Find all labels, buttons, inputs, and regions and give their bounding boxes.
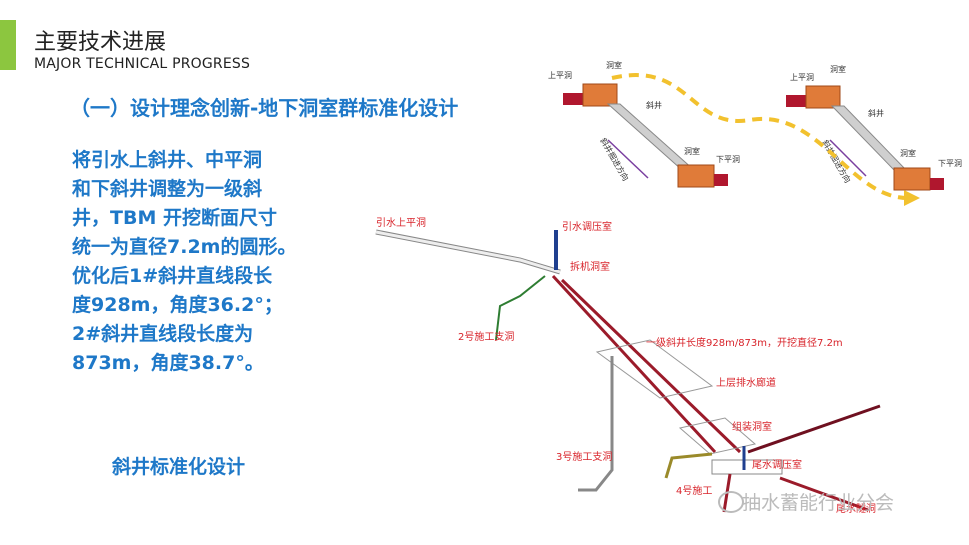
main-diagram: 引水上平洞 引水调压室 拆机洞室 2号施工支洞 一级斜井长度928m/873m，…: [375, 217, 881, 515]
flow-arrow: [611, 73, 911, 201]
assembly-chamber: [678, 417, 757, 455]
inclined-shaft: [606, 103, 696, 171]
label-upper-tunnel: 上平洞: [790, 72, 814, 82]
body-line: 度928m，角度36.2°；: [72, 294, 283, 316]
tail-tunnel-line: [747, 404, 881, 454]
label-upper-cavern: 洞室: [606, 60, 622, 70]
body-line: 优化后1#斜井直线段长: [72, 265, 273, 287]
drain-gallery: [595, 339, 714, 399]
label-adit-2: 2号施工支洞: [458, 330, 514, 343]
body-line: 和下斜井调整为一级斜: [72, 178, 263, 200]
direction-arrow: [829, 139, 867, 177]
label-inclined-spec: 一级斜井长度928m/873m，开挖直径7.2m: [646, 336, 843, 349]
body-line: 873m，角度38.7°。: [72, 352, 264, 374]
label-lower-tunnel: 下平洞: [938, 158, 962, 168]
label-upper-cavern: 洞室: [830, 64, 846, 74]
page-title: 主要技术进展: [34, 30, 167, 55]
inclined-shaft-2: [560, 278, 742, 454]
adit-4-path: [664, 452, 713, 479]
label-direction: 斜井掘进方向: [598, 136, 631, 183]
watermark: 抽水蓄能行业分会: [712, 488, 894, 515]
lower-tunnel-block: [714, 174, 728, 186]
powerhouse-block: [711, 459, 783, 475]
schematic-right: 上平洞 洞室 斜井 斜井掘进方向 洞室 下平洞: [786, 64, 962, 191]
lower-tunnel-block: [930, 178, 944, 190]
accent-bar: [0, 20, 16, 70]
label-direction: 斜井掘进方向: [820, 138, 853, 185]
upper-tunnel-block: [563, 93, 583, 105]
adit-2-path: [495, 275, 546, 341]
wechat-icon: [718, 491, 744, 513]
watermark-text: 抽水蓄能行业分会: [742, 492, 895, 514]
tailrace-tunnel: [779, 476, 869, 512]
figure-caption: 斜井标准化设计: [112, 456, 246, 478]
body-line: 统一为直径7.2m的圆形。: [72, 236, 297, 258]
body-line: 将引水上斜井、中平洞: [72, 149, 263, 171]
label-dismantle: 拆机洞室: [570, 260, 610, 273]
upper-tunnel-block: [786, 95, 806, 107]
label-inclined: 斜井: [646, 100, 662, 110]
label-lower-cavern: 洞室: [684, 146, 700, 156]
body-line: 2#斜井直线段长度为: [72, 323, 254, 345]
body-text: 将引水上斜井、中平洞 和下斜井调整为一级斜 井，TBM 开挖断面尺寸 统一为直径…: [72, 146, 322, 378]
lower-cavern-block: [893, 167, 931, 191]
inclined-shaft-1: [551, 274, 717, 454]
lower-cavern-block: [677, 164, 715, 188]
label-assembly: 组装洞室: [732, 420, 772, 433]
flow-arrow-head: [904, 190, 920, 206]
upper-cavern-block: [582, 83, 618, 107]
label-inclined: 斜井: [868, 108, 884, 118]
label-tail-surge: 尾水调压室: [752, 458, 802, 471]
direction-arrow: [607, 139, 649, 179]
body-line: 井，TBM 开挖断面尺寸: [72, 207, 277, 229]
page-subtitle: MAJOR TECHNICAL PROGRESS: [34, 56, 251, 72]
label-adit-3: 3号施工支洞: [556, 450, 612, 463]
schematic-left: 上平洞 洞室 斜井 斜井掘进方向 洞室 下平洞: [548, 60, 740, 188]
label-upper-headrace: 引水上平洞: [376, 217, 426, 229]
label-drain-gallery: 上层排水廊道: [716, 376, 776, 389]
adit-3-path: [578, 356, 614, 492]
upper-cavern-block: [805, 85, 841, 109]
label-adit-4: 4号施工: [676, 484, 712, 497]
label-upper-surge: 引水调压室: [562, 220, 612, 233]
label-tail-tunnel: 尾水隧洞: [836, 502, 876, 515]
label-lower-cavern: 洞室: [900, 148, 916, 158]
section-title: （一）设计理念创新-地下洞室群标准化设计: [70, 96, 459, 120]
label-upper-tunnel: 上平洞: [548, 70, 572, 80]
label-lower-tunnel: 下平洞: [716, 154, 740, 164]
